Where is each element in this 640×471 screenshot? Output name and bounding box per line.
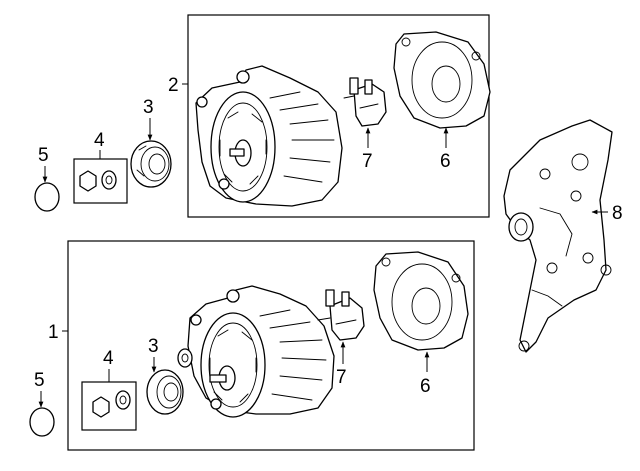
bottom-washer[interactable] xyxy=(115,390,131,410)
top-assembly-frame xyxy=(187,14,490,218)
top-bolt-kit: 4 xyxy=(73,130,128,204)
bottom-bolt-kit-label: 4 xyxy=(103,348,114,369)
top-end-frame-label: 6 xyxy=(440,151,451,172)
mounting-bracket[interactable]: 8 xyxy=(503,119,623,353)
bottom-spacer-washer[interactable] xyxy=(177,348,193,368)
bottom-regulator-label: 7 xyxy=(336,367,347,388)
top-bolt-kit-label: 4 xyxy=(94,130,105,151)
top-end-frame[interactable] xyxy=(393,31,491,129)
bracket-label: 8 xyxy=(612,203,623,224)
top-pulley-label: 3 xyxy=(143,97,154,118)
top-regulator-label: 7 xyxy=(362,151,373,172)
bottom-cap[interactable]: 5 xyxy=(29,370,55,437)
bottom-alternator[interactable] xyxy=(187,285,335,418)
top-voltage-regulator[interactable] xyxy=(343,77,387,127)
bottom-pulley-label: 3 xyxy=(148,336,159,357)
bottom-group-label: 1 xyxy=(48,322,59,343)
top-washer[interactable] xyxy=(101,170,117,190)
bottom-cap-label: 5 xyxy=(34,370,45,391)
bottom-voltage-regulator[interactable] xyxy=(317,289,365,341)
top-nut[interactable] xyxy=(79,170,97,192)
bottom-assembly: 1 7 6 4 3 xyxy=(48,240,475,451)
bottom-end-frame[interactable] xyxy=(373,251,469,351)
top-cap[interactable]: 5 xyxy=(34,145,60,212)
bottom-end-frame-label: 6 xyxy=(420,376,431,397)
bottom-nut[interactable] xyxy=(92,396,110,418)
top-assembly: 2 7 6 xyxy=(168,14,491,218)
top-group-label: 2 xyxy=(168,75,179,96)
top-pulley[interactable]: 3 xyxy=(130,97,172,188)
bottom-assembly-frame xyxy=(67,240,475,451)
bottom-bolt-kit: 4 xyxy=(81,348,137,431)
top-alternator[interactable] xyxy=(195,65,343,207)
top-cap-label: 5 xyxy=(38,145,49,166)
bottom-pulley[interactable]: 3 xyxy=(146,336,184,415)
